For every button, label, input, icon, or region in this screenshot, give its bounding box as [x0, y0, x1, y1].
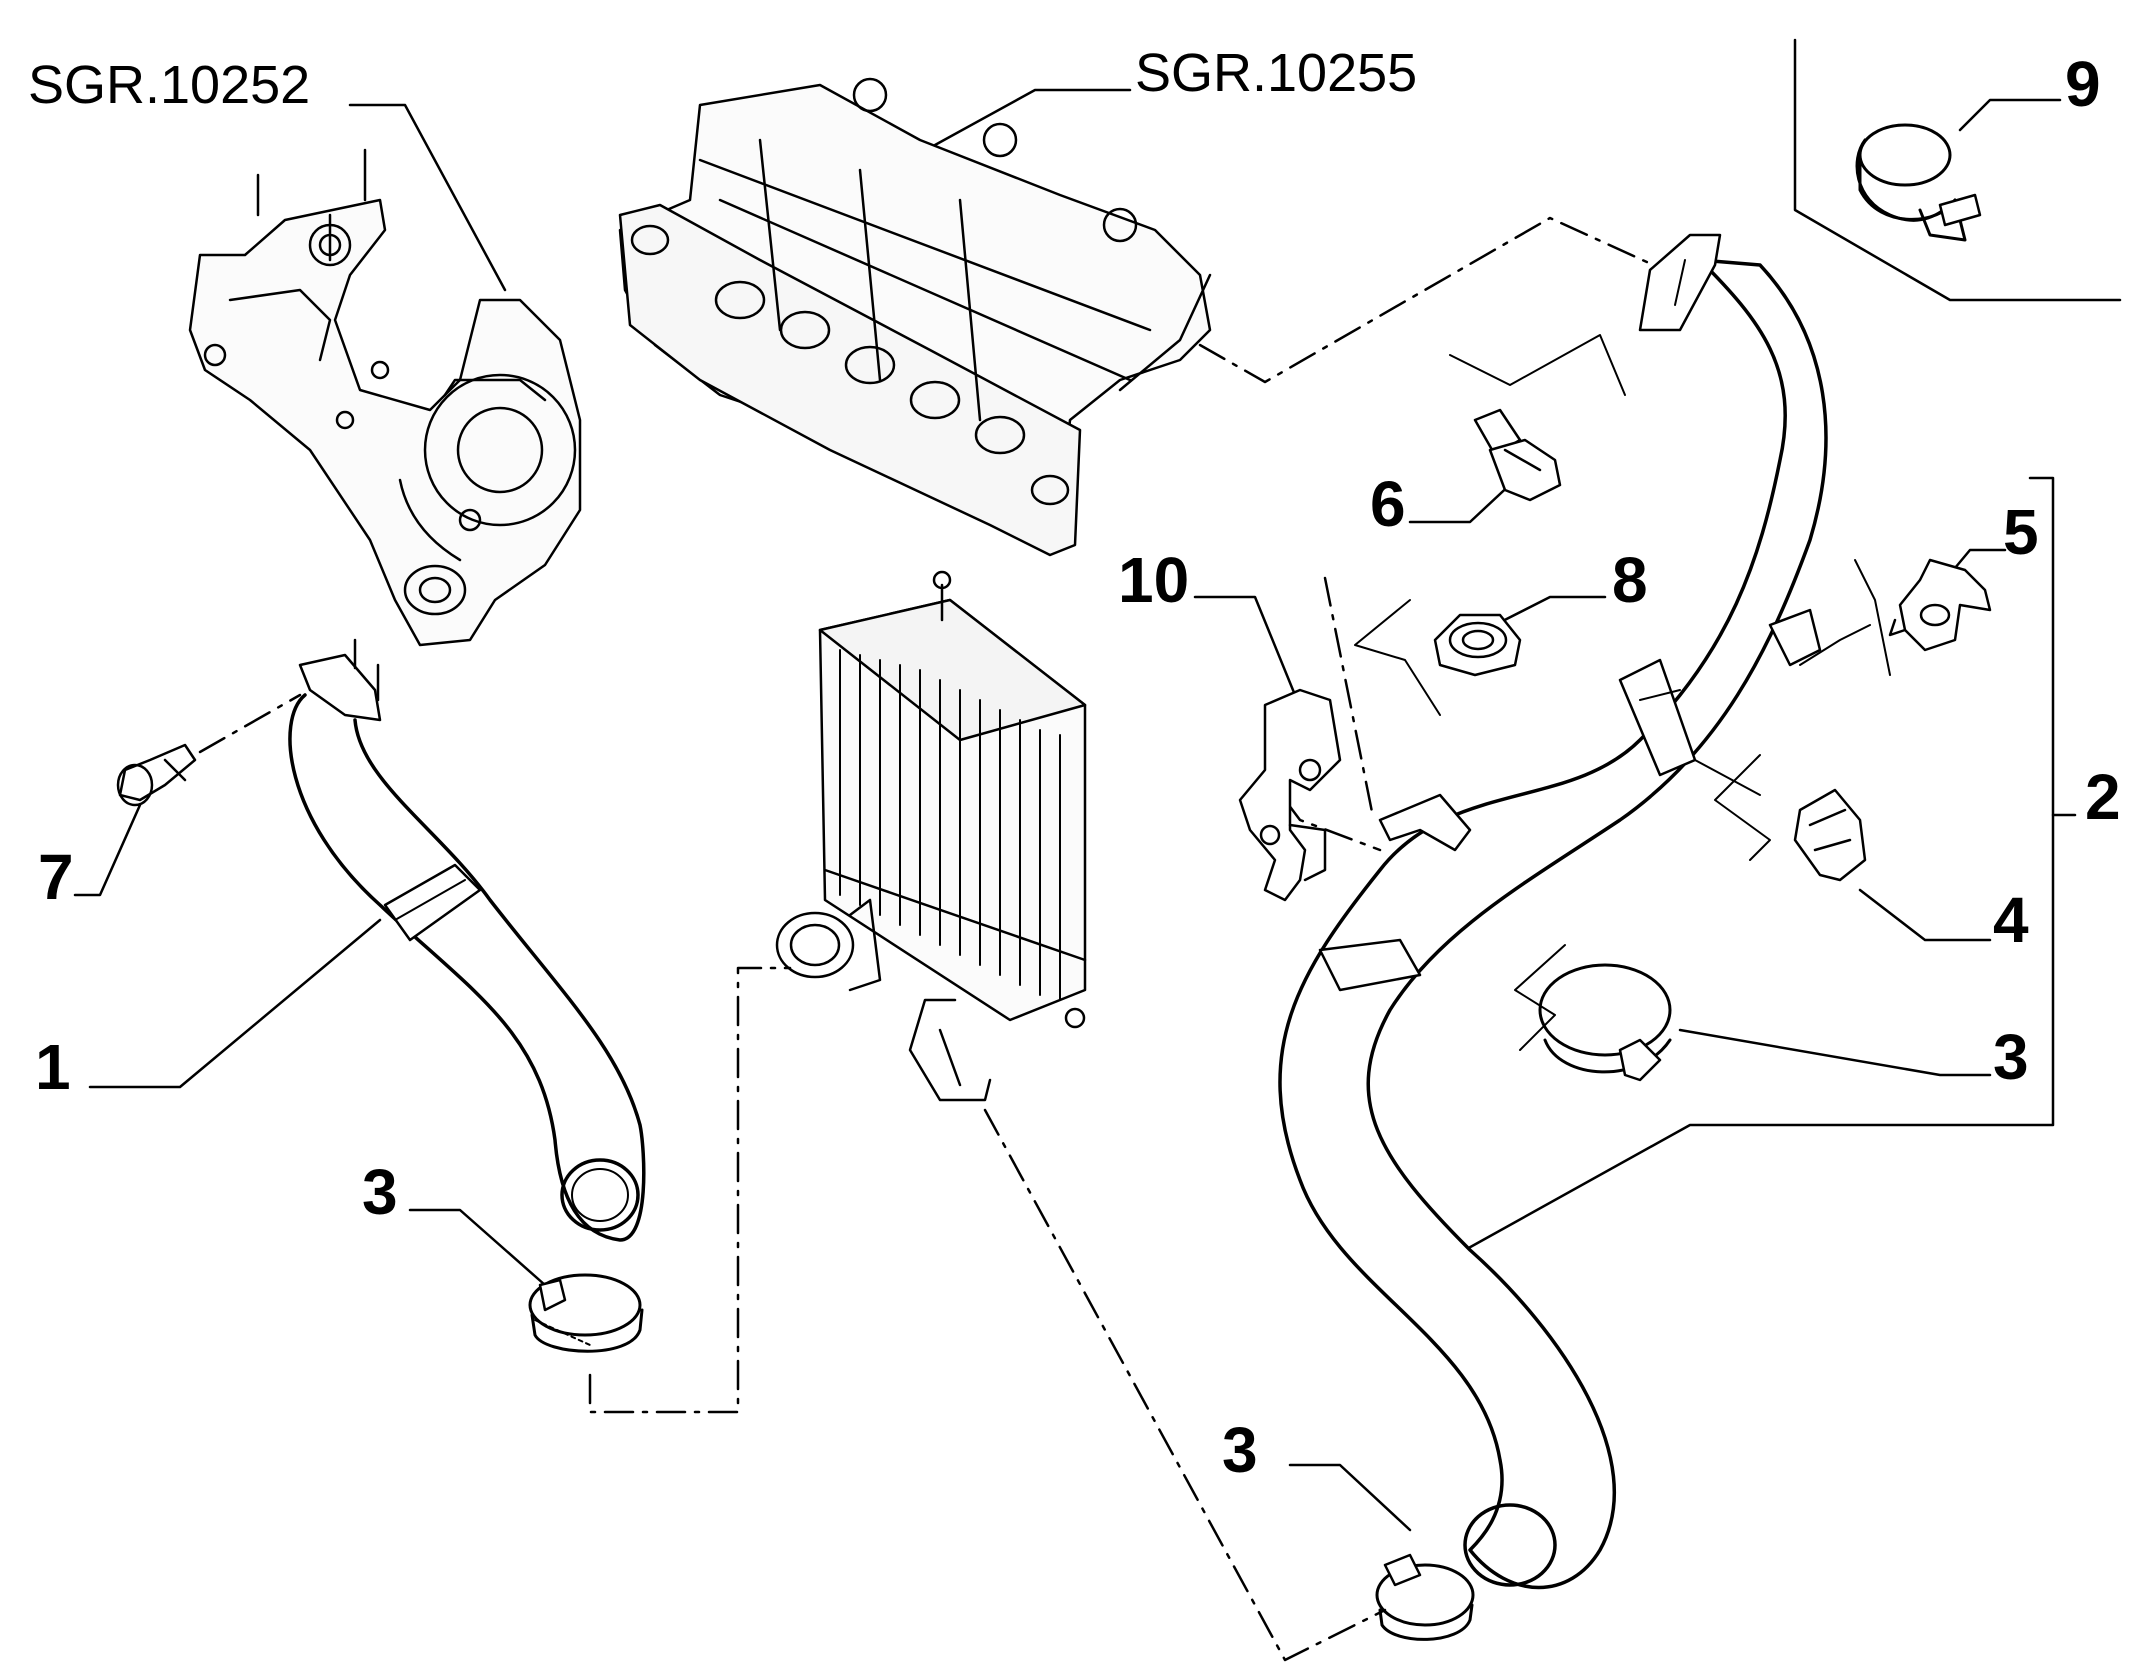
callout-3-right: 3	[1993, 1021, 2029, 1093]
callout-3-left: 3	[362, 1156, 398, 1228]
intake-manifold	[618, 77, 1212, 557]
callout-1: 1	[35, 1031, 71, 1103]
part-3-clamp-right	[1538, 963, 1672, 1082]
reference-label-sgr-10255: SGR.10255	[1135, 43, 1418, 103]
callout-5: 5	[2003, 496, 2039, 568]
part-7-bolt	[116, 743, 197, 807]
hose-2	[1278, 233, 1828, 1590]
callout-4: 4	[1993, 884, 2029, 956]
callout-6: 6	[1370, 468, 1406, 540]
callout-8: 8	[1612, 544, 1648, 616]
part-5-clip	[1888, 558, 1992, 652]
turbocharger	[188, 148, 582, 647]
hose-1	[288, 638, 646, 1242]
part-3-clamp-bottom	[1375, 1553, 1475, 1641]
callout-10: 10	[1118, 544, 1190, 616]
part-9-clip	[1855, 123, 1982, 242]
part-4-clamp	[1793, 788, 1867, 882]
part-3-clamp-left	[528, 1273, 644, 1353]
leader-lines	[73, 38, 2122, 1532]
reference-label-sgr-10252: SGR.10252	[28, 55, 311, 115]
intercooler-fins	[839, 649, 1061, 1001]
intercooler	[775, 570, 1087, 1102]
callout-3-bottom: 3	[1222, 1414, 1258, 1486]
part-10-bracket	[1238, 688, 1342, 902]
part-8-nut	[1433, 613, 1522, 677]
witness-marks	[1354, 334, 1891, 1051]
callout-9: 9	[2065, 48, 2101, 120]
callout-7: 7	[38, 841, 74, 913]
callout-2: 2	[2085, 761, 2121, 833]
part-6-bolt	[1473, 408, 1562, 502]
